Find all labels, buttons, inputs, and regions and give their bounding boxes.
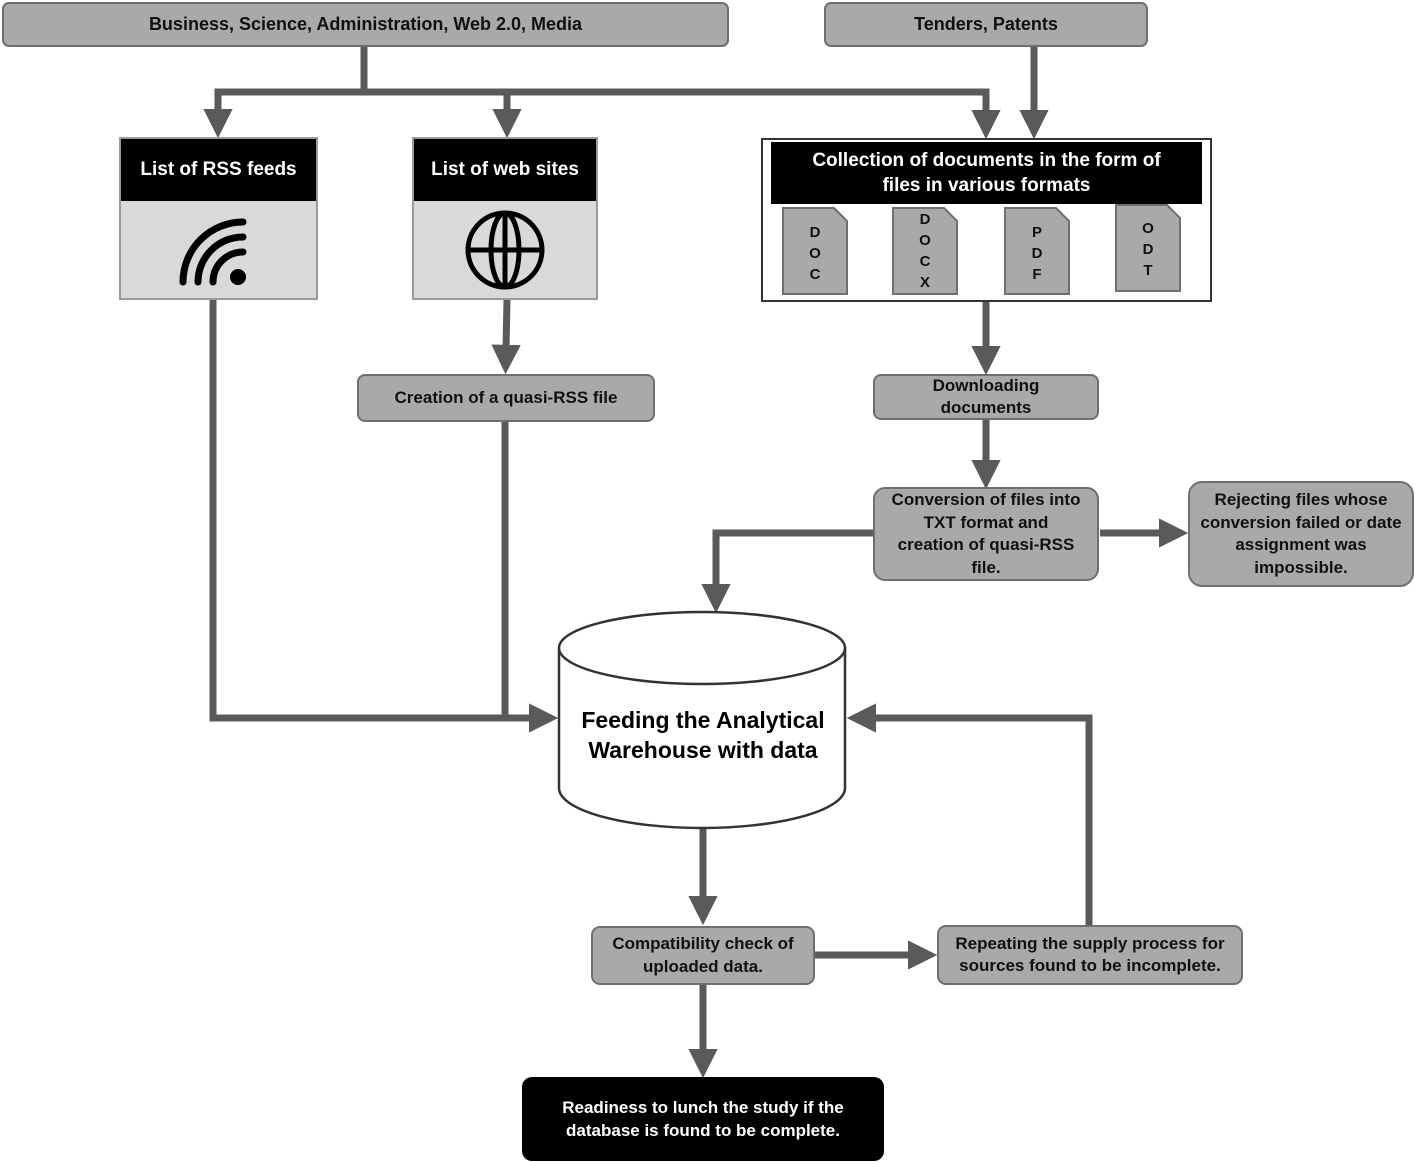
document-icon: [782, 207, 848, 295]
compatibility-check-label: Compatibility check of uploaded data.: [612, 934, 794, 976]
downloading-documents-label: Downloading documents: [932, 375, 1040, 418]
conversion-box: Conversion of files into TXT format and …: [873, 487, 1099, 581]
source-general-label: Business, Science, Administration, Web 2…: [148, 14, 583, 34]
file-odt-label: O D T: [1142, 220, 1154, 279]
rejecting-files-label: Rejecting files whose conversion failed …: [1200, 490, 1402, 577]
source-tenders-label: Tenders, Patents: [914, 14, 1058, 34]
file-doc-label: D O C: [809, 224, 821, 283]
quasi-rss-creation-label: Creation of a quasi-RSS file: [394, 387, 618, 407]
arrow-sources-to-rss: [203, 45, 368, 139]
arrow-sources-to-web: [364, 88, 522, 139]
repeating-supply-box: Repeating the supply process for sources…: [937, 925, 1243, 985]
file-doc: D O C: [782, 207, 848, 295]
arrow-sources-to-collection: [507, 88, 1001, 140]
document-icon: [892, 207, 958, 295]
readiness-box: Readiness to lunch the study if the data…: [522, 1077, 884, 1161]
compatibility-check-box: Compatibility check of uploaded data.: [591, 926, 815, 985]
document-icon: [1004, 207, 1070, 295]
warehouse-label: Feeding the Analytical Warehouse with da…: [581, 707, 825, 763]
arrow-repeating-to-warehouse: [846, 703, 1093, 925]
web-sites-panel: List of web sites: [412, 137, 598, 300]
rejecting-files-box: Rejecting files whose conversion failed …: [1188, 481, 1414, 587]
file-docx: D O C X: [892, 207, 958, 295]
file-docx-label: D O C X: [919, 211, 931, 291]
conversion-label: Conversion of files into TXT format and …: [891, 490, 1081, 577]
file-pdf-label: P D F: [1031, 224, 1043, 283]
documents-collection-title: Collection of documents in the form of f…: [771, 142, 1202, 204]
rss-feed-icon: [179, 218, 246, 285]
source-general-box: Business, Science, Administration, Web 2…: [2, 2, 729, 47]
globe-icon: [465, 210, 545, 289]
web-sites-title: List of web sites: [414, 139, 596, 201]
arrow-web-to-quasi-rss: [491, 298, 521, 375]
repeating-supply-label: Repeating the supply process for sources…: [955, 933, 1225, 976]
arrow-conversion-to-warehouse: [701, 529, 873, 614]
file-odt: O D T: [1115, 204, 1181, 292]
rss-feeds-title: List of RSS feeds: [121, 139, 316, 201]
arrow-rss-to-warehouse: [209, 299, 559, 733]
readiness-label: Readiness to lunch the study if the data…: [562, 1098, 844, 1140]
rss-feeds-panel: List of RSS feeds: [119, 137, 318, 300]
document-icon: [1115, 204, 1181, 292]
quasi-rss-creation-box: Creation of a quasi-RSS file: [357, 374, 655, 422]
file-pdf: P D F: [1004, 207, 1070, 295]
downloading-documents-box: Downloading documents: [873, 374, 1099, 420]
source-tenders-box: Tenders, Patents: [824, 2, 1148, 47]
